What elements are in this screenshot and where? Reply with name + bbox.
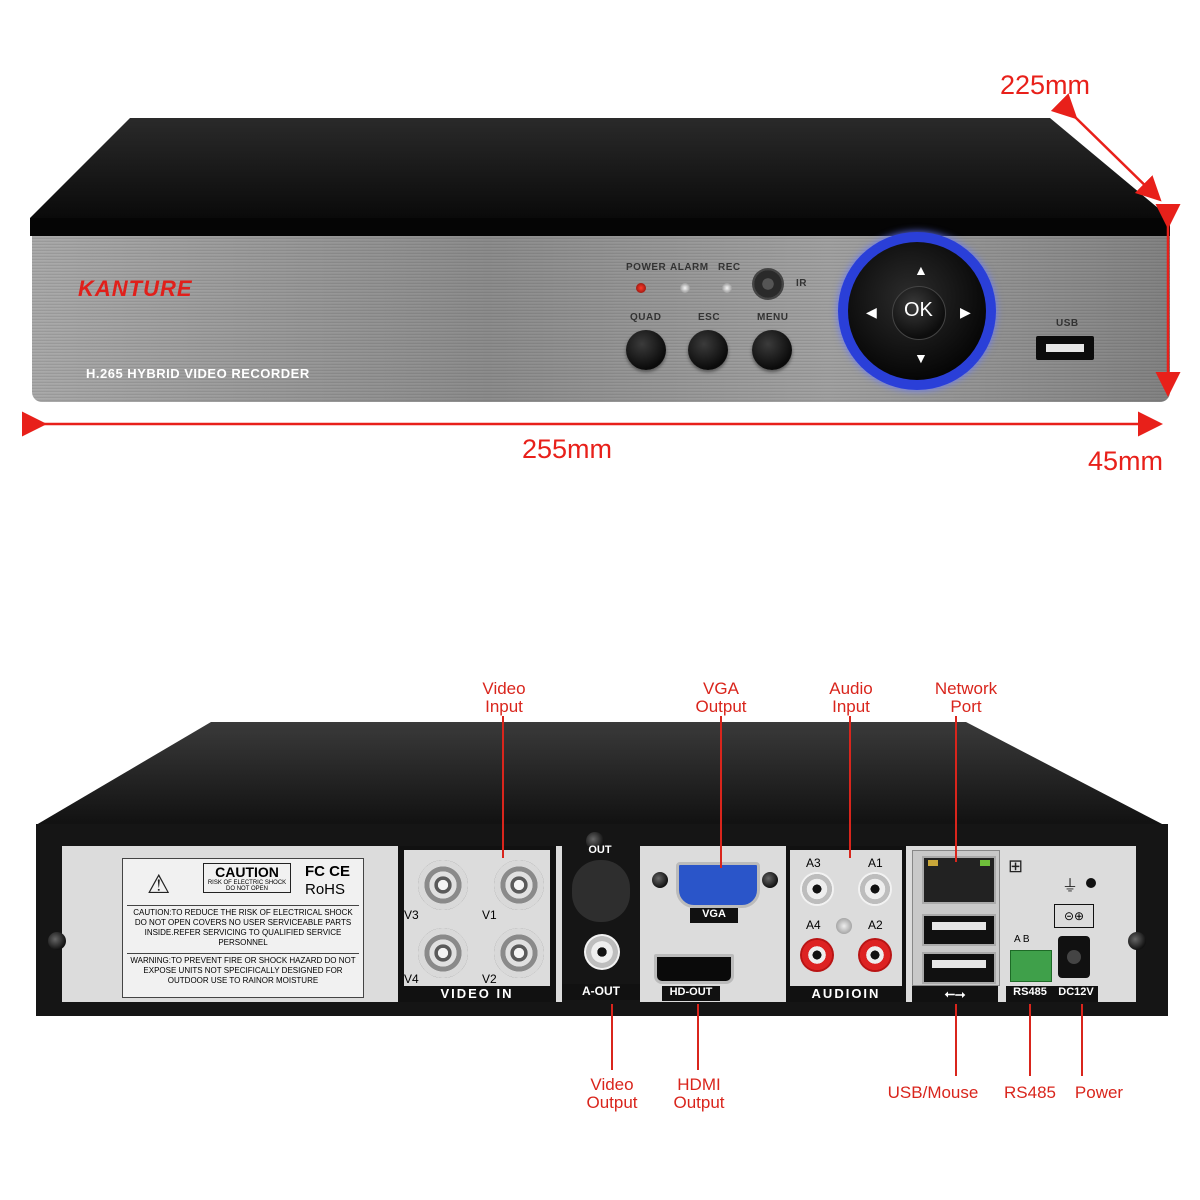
nav-left-icon[interactable]: ◀ xyxy=(866,304,877,320)
power-led xyxy=(636,283,646,293)
caution-label: ⚠ CAUTION RISK OF ELECTRIC SHOCK DO NOT … xyxy=(122,858,364,998)
rear-usb-port-bottom[interactable] xyxy=(922,952,996,984)
rca-a3[interactable] xyxy=(800,872,834,906)
model-text: H.265 HYBRID VIDEO RECORDER xyxy=(86,366,310,381)
a3-label: A3 xyxy=(806,856,821,870)
callout-audio-input: Audio Input xyxy=(829,679,873,716)
rec-led xyxy=(722,283,732,293)
dc-polarity-icon: ⊝⊕ xyxy=(1054,904,1094,928)
caution-text: CAUTION:TO REDUCE THE RISK OF ELECTRICAL… xyxy=(127,905,359,948)
ir-label: IR xyxy=(796,278,807,289)
dc12v-label: DC12V xyxy=(1054,986,1098,1002)
width-dimension: 255mm xyxy=(522,434,613,464)
vga-screw-right xyxy=(762,872,778,888)
callout-network-port: Network Port xyxy=(934,679,998,716)
rear-top-lid xyxy=(36,722,1164,825)
ground-icon: ⏚ xyxy=(1062,878,1079,895)
rs485-label: RS485 xyxy=(1006,986,1054,1002)
front-usb-port[interactable] xyxy=(1036,336,1094,360)
a2-label: A2 xyxy=(868,918,883,932)
v2-label: V2 xyxy=(482,972,497,986)
v3-label: V3 xyxy=(404,908,419,922)
vga-label: VGA xyxy=(690,908,738,923)
alarm-led xyxy=(680,283,690,293)
ok-button[interactable] xyxy=(892,286,946,340)
audio-center-screw xyxy=(836,918,852,934)
hdmi-port[interactable] xyxy=(654,954,734,984)
screw-left xyxy=(48,932,66,950)
audio-in-label: AUDIOIN xyxy=(786,986,906,1002)
fc-ce-marks: FC CE xyxy=(305,863,350,880)
nav-down-icon[interactable]: ▼ xyxy=(914,350,928,366)
callout-vga-output: VGA Output xyxy=(695,679,747,716)
quad-button[interactable] xyxy=(626,330,666,370)
warning-text: WARNING:TO PREVENT FIRE OR SHOCK HAZARD … xyxy=(127,953,359,986)
network-port[interactable] xyxy=(922,856,996,904)
callout-rs485: RS485 xyxy=(1004,1083,1056,1102)
height-dimension: 45mm xyxy=(1088,446,1164,476)
a4-label: A4 xyxy=(806,918,821,932)
rs485-terminal[interactable] xyxy=(1010,950,1052,982)
screw-top xyxy=(586,832,604,850)
menu-button[interactable] xyxy=(752,330,792,370)
bnc-v2[interactable] xyxy=(494,928,544,978)
callout-hdmi-output: HDMI Output xyxy=(673,1075,725,1112)
bnc-v4[interactable] xyxy=(418,928,468,978)
vga-screw-left xyxy=(652,872,668,888)
rca-a2[interactable] xyxy=(858,938,892,972)
caution-sub1: RISK OF ELECTRIC SHOCK xyxy=(207,880,287,886)
hdout-label: HD-OUT xyxy=(662,986,720,1001)
rca-a1[interactable] xyxy=(858,872,892,906)
front-top-lid xyxy=(30,118,1170,236)
usb-label: USB xyxy=(1056,318,1079,329)
video-in-label: VIDEO IN xyxy=(398,986,556,1002)
callout-usb-mouse: USB/Mouse xyxy=(887,1083,979,1102)
v1-label: V1 xyxy=(482,908,497,922)
callout-video-input: Video Input xyxy=(482,679,526,716)
bnc-v1[interactable] xyxy=(494,860,544,910)
power-led-label: POWER xyxy=(626,262,667,273)
alarm-led-label: ALARM xyxy=(670,262,709,273)
aout-rca-port[interactable] xyxy=(584,934,620,970)
rohs-mark: RoHS xyxy=(305,881,346,898)
usb-symbol-icon: ⭠⭢ xyxy=(912,986,998,1002)
ir-sensor xyxy=(752,268,784,300)
aout-top-label: OUT xyxy=(588,844,612,856)
aout-cover xyxy=(572,860,630,922)
bnc-v3[interactable] xyxy=(418,860,468,910)
ok-label: OK xyxy=(904,299,933,321)
v4-label: V4 xyxy=(404,972,419,986)
nav-right-icon[interactable]: ▶ xyxy=(960,304,971,320)
depth-dimension: 225mm xyxy=(1000,70,1091,100)
nav-up-icon[interactable]: ▲ xyxy=(914,262,928,278)
esc-label: ESC xyxy=(698,312,721,323)
quad-label: QUAD xyxy=(630,312,662,323)
network-symbol-icon: ⊞ xyxy=(1008,856,1024,876)
rear-usb-port-top[interactable] xyxy=(922,914,996,946)
dc-power-jack[interactable] xyxy=(1058,936,1090,978)
esc-button[interactable] xyxy=(688,330,728,370)
a1-label: A1 xyxy=(868,856,883,870)
caution-title: CAUTION xyxy=(215,864,279,880)
rca-a4[interactable] xyxy=(800,938,834,972)
aout-label: A-OUT xyxy=(562,984,640,1000)
callout-power: Power xyxy=(1074,1083,1124,1102)
brand-logo: KANTURE xyxy=(78,276,193,301)
warning-triangle-icon: ⚠ xyxy=(147,869,171,899)
vga-port[interactable] xyxy=(676,862,760,908)
screw-right xyxy=(1128,932,1146,950)
rs485-ab-label: A B xyxy=(1014,934,1030,945)
status-dot xyxy=(1086,878,1096,888)
callout-video-output: Video Output xyxy=(586,1075,638,1112)
rec-led-label: REC xyxy=(718,262,741,273)
dimension-arrows xyxy=(22,93,1181,437)
caution-sub2: DO NOT OPEN xyxy=(226,886,268,892)
menu-label: MENU xyxy=(757,312,789,323)
